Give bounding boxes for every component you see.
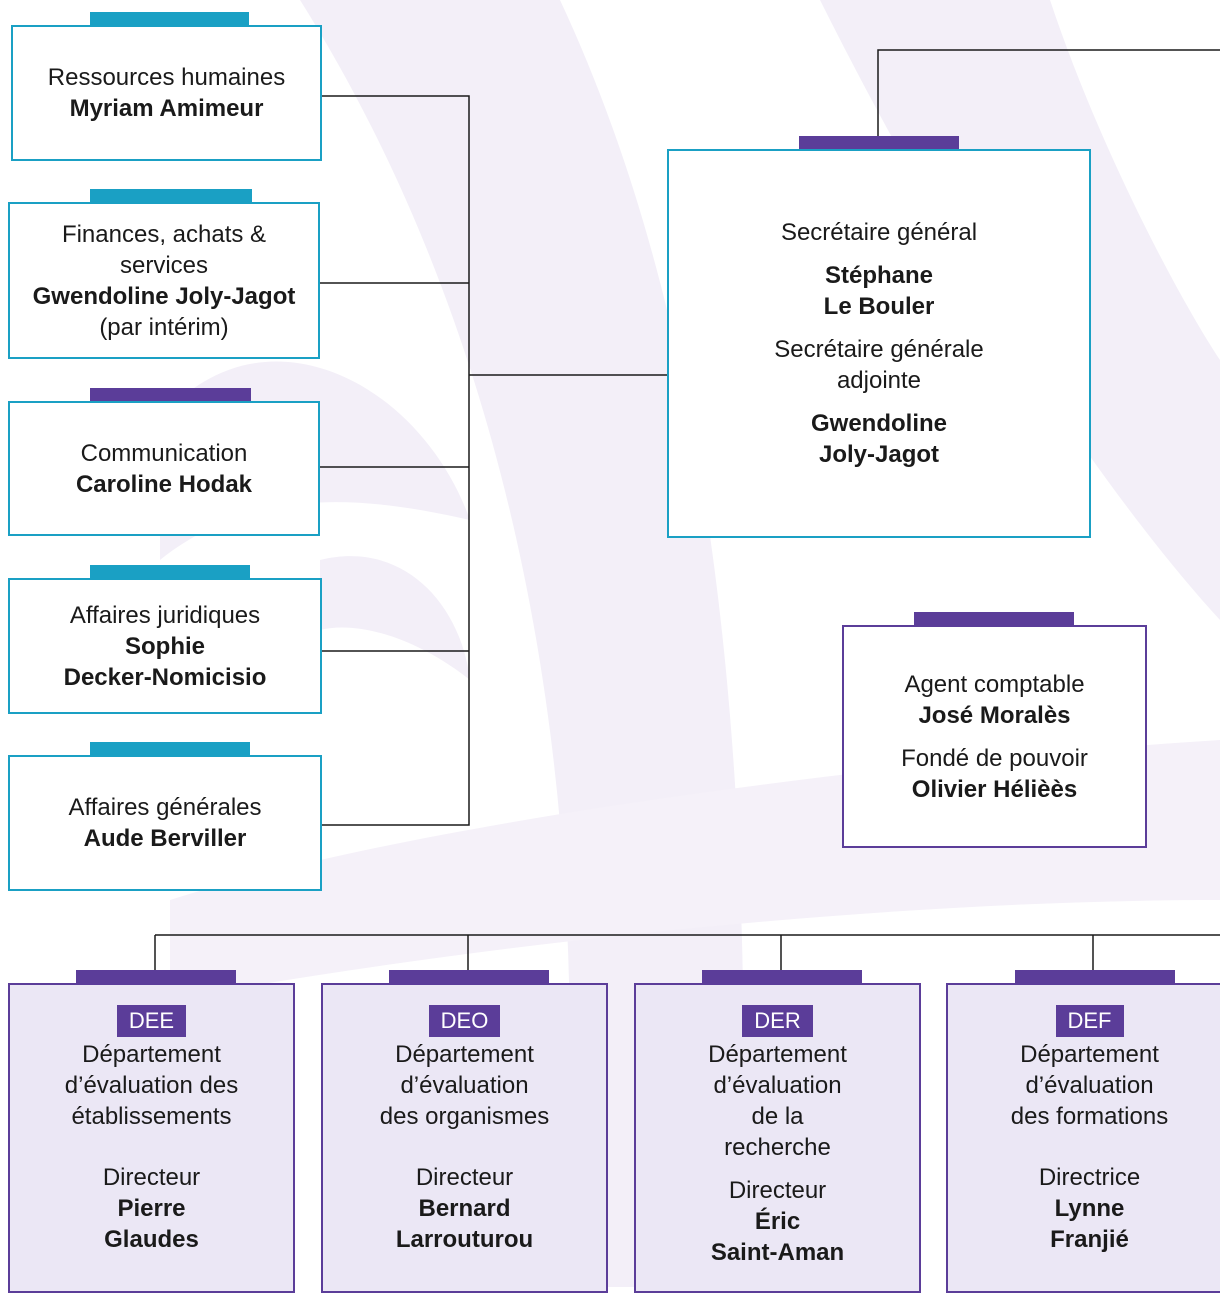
department-name: Département [395, 1041, 534, 1068]
sga-name: Gwendoline [810, 410, 947, 437]
tab-marker [90, 565, 250, 578]
department-deo: DEO Département d’évaluation des organis… [321, 983, 608, 1293]
unit-head-name: Decker-Nomicisio [63, 663, 267, 691]
unit-title: services [119, 251, 209, 279]
unit-affaires-generales: Affaires générales Aude Berviller [8, 755, 322, 891]
connector-top-right [877, 49, 1220, 136]
unit-head-name: Myriam Amimeur [69, 95, 264, 122]
department-name: d’évaluation des [64, 1072, 239, 1099]
unit-head-name: Gwendoline Joly-Jagot [32, 282, 296, 310]
department-name: des organismes [379, 1103, 550, 1130]
unit-title: Finances, achats & [61, 220, 267, 248]
sg-name: Stéphane [824, 262, 934, 289]
department-name: des formations [1010, 1103, 1169, 1130]
department-name: établissements [71, 1103, 232, 1130]
tab-marker [90, 388, 251, 401]
director-role: Directeur [102, 1164, 201, 1191]
tab-marker [702, 970, 862, 983]
sga-name: Joly-Jagot [818, 441, 940, 468]
department-name: Département [1020, 1041, 1159, 1068]
unit-finances: Finances, achats & services Gwendoline J… [8, 202, 320, 359]
unit-head-name: Caroline Hodak [75, 470, 253, 498]
tab-marker [914, 612, 1074, 625]
accounting-title: Agent comptable [904, 670, 1085, 698]
unit-title: Affaires générales [68, 794, 262, 821]
unit-affaires-juridiques: Affaires juridiques Sophie Decker-Nomici… [8, 578, 322, 714]
director-name: Franjié [1050, 1226, 1129, 1253]
tab-marker [1015, 970, 1175, 983]
department-code-badge: DEO [428, 1005, 501, 1037]
accounting-title2: Fondé de pouvoir [901, 744, 1088, 772]
department-dee: DEE Département d’évaluation des établis… [8, 983, 295, 1293]
tab-marker [90, 742, 250, 755]
unit-note: (par intérim) [99, 313, 229, 341]
accounting-box: Agent comptable José Moralès Fondé de po… [842, 625, 1147, 848]
sg-title: Secrétaire général [780, 219, 978, 246]
director-name: Pierre [117, 1195, 186, 1222]
department-code-badge: DEE [116, 1005, 187, 1037]
unit-head-name: Aude Berviller [83, 825, 247, 852]
director-name: Glaudes [104, 1226, 199, 1253]
unit-head-name: Sophie [124, 632, 205, 660]
department-name: de la [751, 1103, 804, 1130]
director-role: Directeur [415, 1164, 514, 1191]
department-name: Département [708, 1041, 847, 1068]
director-name: Lynne [1054, 1195, 1125, 1222]
accounting-name: José Moralès [918, 701, 1071, 729]
tab-marker [389, 970, 549, 983]
department-def: DEF Département d’évaluation des formati… [946, 983, 1220, 1293]
department-name: recherche [724, 1134, 831, 1161]
department-name: d’évaluation [1025, 1072, 1154, 1099]
unit-communication: Communication Caroline Hodak [8, 401, 320, 536]
sga-title: adjointe [836, 367, 922, 394]
director-name: Saint-Aman [710, 1239, 845, 1266]
department-code-badge: DER [742, 1005, 813, 1037]
director-role: Directrice [1038, 1164, 1141, 1191]
department-name: d’évaluation [400, 1072, 529, 1099]
director-role: Directeur [728, 1177, 827, 1204]
department-name: d’évaluation [713, 1072, 842, 1099]
unit-title: Ressources humaines [47, 64, 286, 91]
director-name: Éric [754, 1208, 801, 1235]
director-name: Bernard [418, 1195, 511, 1222]
tab-marker [799, 136, 959, 149]
department-name: Département [82, 1041, 221, 1068]
tab-marker [90, 189, 252, 202]
director-name: Larrouturou [395, 1226, 534, 1253]
tab-marker [76, 970, 236, 983]
connector-ressources-humaines [322, 95, 470, 826]
unit-title: Affaires juridiques [69, 601, 261, 629]
sga-title: Secrétaire générale [774, 336, 984, 363]
unit-ressources-humaines: Ressources humaines Myriam Amimeur [11, 25, 322, 161]
accounting-name2: Olivier Hélièès [911, 775, 1078, 803]
sg-name: Le Bouler [823, 293, 935, 320]
secretariat-general-box: Secrétaire général Stéphane Le Bouler Se… [667, 149, 1091, 538]
department-code-badge: DEF [1055, 1005, 1124, 1037]
unit-title: Communication [80, 439, 248, 467]
tab-marker [90, 12, 249, 25]
department-der: DER Département d’évaluation de la reche… [634, 983, 921, 1293]
